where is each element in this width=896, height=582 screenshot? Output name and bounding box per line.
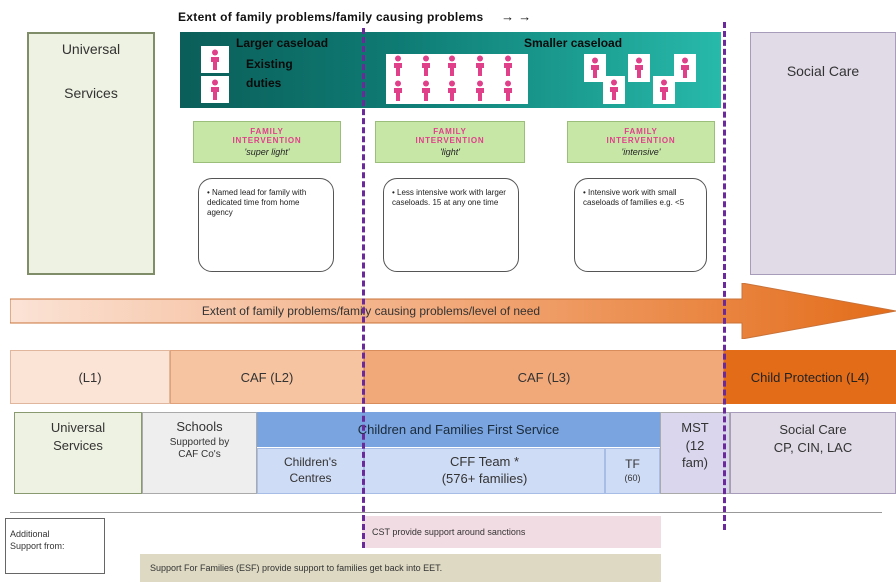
dashed-divider-right [723, 22, 726, 530]
person-icon [674, 54, 696, 82]
social-care-column: Social Care [750, 32, 896, 275]
level-l2: CAF (L2) [170, 350, 364, 404]
title-text: Extent of family problems/family causing… [178, 10, 484, 24]
smaller-caseload-label: Smaller caseload [524, 36, 623, 50]
fi-heading-1: FAMILY [624, 126, 658, 136]
fi-heading-1: FAMILY [433, 126, 467, 136]
fi-subtitle: 'intensive' [621, 147, 661, 158]
family-intervention-super-light: FAMILY INTERVENTION 'super light' [193, 121, 341, 163]
family-intervention-light: FAMILY INTERVENTION 'light' [375, 121, 525, 163]
mst-text-3: fam) [682, 455, 708, 471]
mst-text-2: (12 [685, 437, 705, 453]
social-care-text-1: Social Care [779, 422, 847, 437]
cff-team-cell: CFF Team * (576+ families) [364, 448, 605, 494]
universal-services-text-2: Services [53, 438, 103, 454]
tf-text-2: (60) [624, 472, 641, 483]
childrens-centres-cell: Children's Centres [257, 448, 364, 494]
dashed-divider-left [362, 28, 365, 548]
cff-team-text-2: (576+ families) [441, 471, 528, 486]
level-l4: Child Protection (L4) [724, 350, 896, 404]
note-light: • Less intensive work with larger caselo… [383, 178, 519, 272]
need-level-arrow-label: Extent of family problems/family causing… [201, 304, 541, 318]
person-icon [603, 76, 625, 104]
mst-cell: MST (12 fam) [660, 412, 730, 494]
universal-services-label-1: Universal [61, 41, 121, 57]
tf-text-1: TF [625, 457, 640, 472]
childrens-centres-text-2: Centres [289, 471, 332, 485]
tf-cell: TF (60) [605, 448, 660, 494]
person-icon [201, 76, 229, 103]
childrens-centres-text-1: Children's [284, 455, 337, 470]
level-l1: (L1) [10, 350, 170, 404]
social-care-text-2: CP, CIN, LAC [773, 440, 853, 456]
family-intervention-intensive: FAMILY INTERVENTION 'intensive' [567, 121, 715, 163]
fi-heading-2: INTERVENTION [415, 136, 485, 145]
cst-support-bar: CST provide support around sanctions [362, 516, 661, 548]
social-care-cell: Social Care CP, CIN, LAC [730, 412, 896, 494]
fi-heading-1: FAMILY [250, 126, 284, 136]
note-super-light: • Named lead for family with dedicated t… [198, 178, 334, 272]
schools-cell: Schools Supported by CAF Co's [142, 412, 257, 494]
additional-text-2: Support from: [10, 540, 65, 551]
mst-text-1: MST [681, 420, 709, 435]
larger-caseload-label: Larger caseload [236, 36, 329, 50]
person-icon [628, 54, 650, 82]
social-care-label: Social Care [786, 63, 860, 79]
universal-services-label-2: Services [64, 84, 118, 101]
schools-sub-1: Supported by [169, 436, 230, 448]
need-level-arrow [9, 282, 896, 340]
existing-duties-label-1: Existing [246, 57, 293, 71]
existing-duties-label-2: duties [246, 76, 282, 90]
person-icon [584, 54, 606, 82]
fi-subtitle: 'super light' [244, 147, 290, 158]
arrow-right-icon: → → [501, 9, 532, 24]
diagram-title: Extent of family problems/family causing… [178, 9, 532, 24]
cff-team-text-1: CFF Team * [449, 454, 520, 470]
schools-sub-2: CAF Co's [178, 448, 221, 460]
person-icon [653, 76, 675, 104]
fi-subtitle: 'light' [440, 147, 460, 158]
larger-caseload-people [386, 54, 528, 104]
schools-title: Schools [176, 419, 223, 434]
universal-services-text-1: Universal [50, 420, 106, 435]
fi-heading-2: INTERVENTION [606, 136, 676, 145]
cff-service-header: Children and Families First Service [257, 412, 660, 447]
additional-text-1: Additional [10, 529, 50, 539]
divider-line [10, 512, 882, 513]
fi-heading-2: INTERVENTION [232, 136, 302, 145]
person-icon [201, 46, 229, 73]
additional-support-label: Additional Support from: [5, 518, 105, 574]
esf-support-bar: Support For Families (ESF) provide suppo… [140, 554, 661, 582]
level-l3: CAF (L3) [364, 350, 724, 404]
note-intensive: • Intensive work with small caseloads of… [574, 178, 707, 272]
